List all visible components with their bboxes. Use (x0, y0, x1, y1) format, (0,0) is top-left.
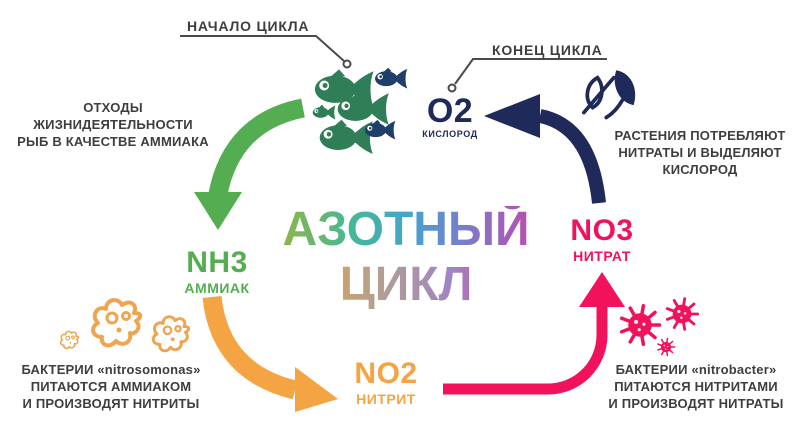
fish-icon (312, 104, 336, 120)
oxygen-node: O2 КИСЛОРОД (422, 94, 478, 139)
virus-icon (665, 297, 700, 331)
fish-waste-caption: ОТХОДЫ ЖИЗНИДЕЯТЕЛЬНОСТИ РЫБ В КАЧЕСТВЕ … (17, 99, 209, 150)
nitrate-node: NO3 НИТРАТ (570, 214, 634, 264)
caption-line: РЫБ В КАЧЕСТВЕ АММИАКА (17, 134, 209, 149)
nitrate-name: НИТРАТ (573, 248, 631, 264)
ammonia-node: NH3 АММИАК (184, 246, 250, 296)
cycle-end-label: КОНЕЦ ЦИКЛА (492, 42, 603, 58)
arrow-fish-to-ammonia (194, 98, 306, 230)
oxygen-name: КИСЛОРОД (422, 129, 478, 139)
nitrobacter-bacteria-icons (619, 297, 700, 357)
microbe-icon (151, 315, 191, 353)
caption-line: ОТХОДЫ (83, 100, 143, 115)
arrow-ammonia-to-nitrite (202, 295, 338, 412)
ammonia-name: АММИАК (184, 280, 250, 296)
arrow-nitrite-to-nitrate (443, 272, 625, 395)
title-line-1: АЗОТНЫЙ (282, 203, 530, 256)
nitrite-name: НИТРИТ (356, 391, 416, 407)
caption-line: БАКТЕРИИ «nitrosomonas» (21, 362, 201, 377)
caption-line: ПИТАЮТСЯ АММИАКОМ (30, 379, 192, 394)
plants-caption: РАСТЕНИЯ ПОТРЕБЛЯЮТ НИТРАТЫ И ВЫДЕЛЯЮТ К… (614, 127, 785, 178)
virus-icon (619, 304, 662, 346)
ammonia-formula: NH3 (186, 246, 248, 279)
virus-icon (657, 337, 676, 357)
fish-school-icon (312, 67, 408, 154)
nitrobacter-caption: БАКТЕРИИ «nitrobacter» ПИТАЮТСЯ НИТРИТАМ… (608, 361, 783, 412)
nitrosomonas-bacteria-icons (59, 298, 191, 353)
title-line-2: ЦИКЛ (283, 261, 530, 309)
cycle-start-label: НАЧАЛО ЦИКЛА (187, 18, 310, 34)
cycle-start-pointer-line (180, 35, 352, 69)
caption-line: РАСТЕНИЯ ПОТРЕБЛЯЮТ (614, 128, 786, 143)
caption-line: ЖИЗНИДЕЯТЕЛЬНОСТИ (33, 117, 193, 132)
cycle-end-pointer-line (447, 58, 607, 93)
nitrite-formula: NO2 (354, 357, 418, 390)
caption-line: И ПРОИЗВОДЯТ НИТРАТЫ (608, 396, 784, 411)
plant-leaf-icon (581, 68, 638, 120)
caption-line: БАКТЕРИИ «nitrobacter» (615, 362, 777, 377)
microbe-icon (91, 298, 143, 348)
nitrite-node: NO2 НИТРИТ (354, 357, 418, 407)
diagram-title: АЗОТНЫЙ ЦИКЛ (283, 206, 530, 309)
oxygen-formula: O2 (426, 92, 474, 130)
nitrate-formula: NO3 (570, 214, 634, 247)
caption-line: ПИТАЮТСЯ НИТРИТАМИ (614, 379, 778, 394)
nitrosomonas-caption: БАКТЕРИИ «nitrosomonas» ПИТАЮТСЯ АММИАКО… (21, 361, 200, 412)
arrow-nitrate-to-oxygen (484, 94, 606, 204)
fish-icon (319, 119, 373, 154)
microbe-icon (59, 330, 80, 350)
caption-line: КИСЛОРОД (662, 162, 738, 177)
fish-icon (375, 67, 408, 89)
caption-line: И ПРОИЗВОДЯТ НИТРИТЫ (22, 396, 200, 411)
caption-line: НИТРАТЫ И ВЫДЕЛЯЮТ (618, 145, 782, 160)
